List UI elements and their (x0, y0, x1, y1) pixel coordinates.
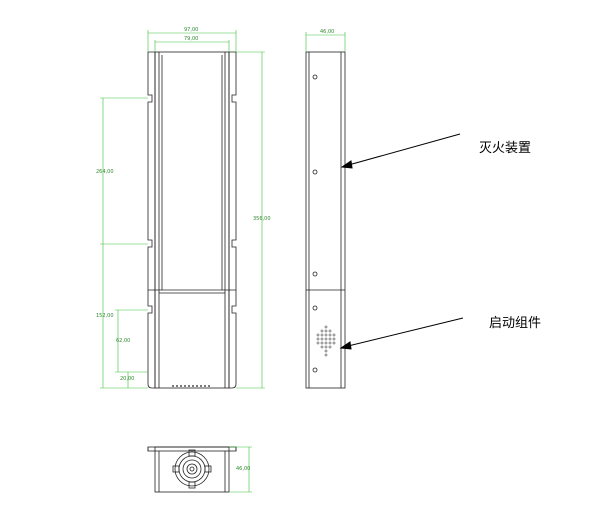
bottom-dim-depth: 46,00 (236, 466, 250, 472)
side-grille (316, 325, 336, 357)
dim-slot: 62,00 (116, 338, 130, 344)
bottom-body (154, 446, 230, 493)
bottom-view (147, 446, 237, 493)
front-flange-left (147, 51, 156, 389)
front-flange-right (228, 51, 237, 389)
front-body (154, 51, 230, 389)
dim-width-outer: 97,00 (184, 27, 198, 33)
side-hole (312, 367, 318, 373)
side-dim-depth: 46,00 (320, 29, 334, 35)
dim-base: 20,00 (120, 376, 134, 382)
side-hole (312, 305, 318, 311)
side-hole (312, 169, 318, 175)
side-hole (312, 74, 318, 80)
side-body (305, 51, 346, 389)
front-view (147, 51, 237, 389)
bottom-dimensions (229, 446, 252, 493)
dim-height-total: 356,00 (253, 216, 271, 222)
callout-starter: 启动组件 (489, 316, 542, 331)
bottom-grille-outer (174, 451, 210, 487)
side-hole (312, 271, 318, 277)
callout-extinguisher: 灭火装置 (479, 141, 532, 156)
dim-lower-section: 152,00 (96, 313, 114, 319)
front-dimensions (100, 30, 265, 389)
side-dimensions (305, 32, 346, 52)
dim-upper-section: 264,00 (96, 169, 114, 175)
side-view (305, 51, 346, 389)
callout-arrows (339, 133, 464, 350)
dim-width-inner: 79,00 (184, 36, 198, 42)
